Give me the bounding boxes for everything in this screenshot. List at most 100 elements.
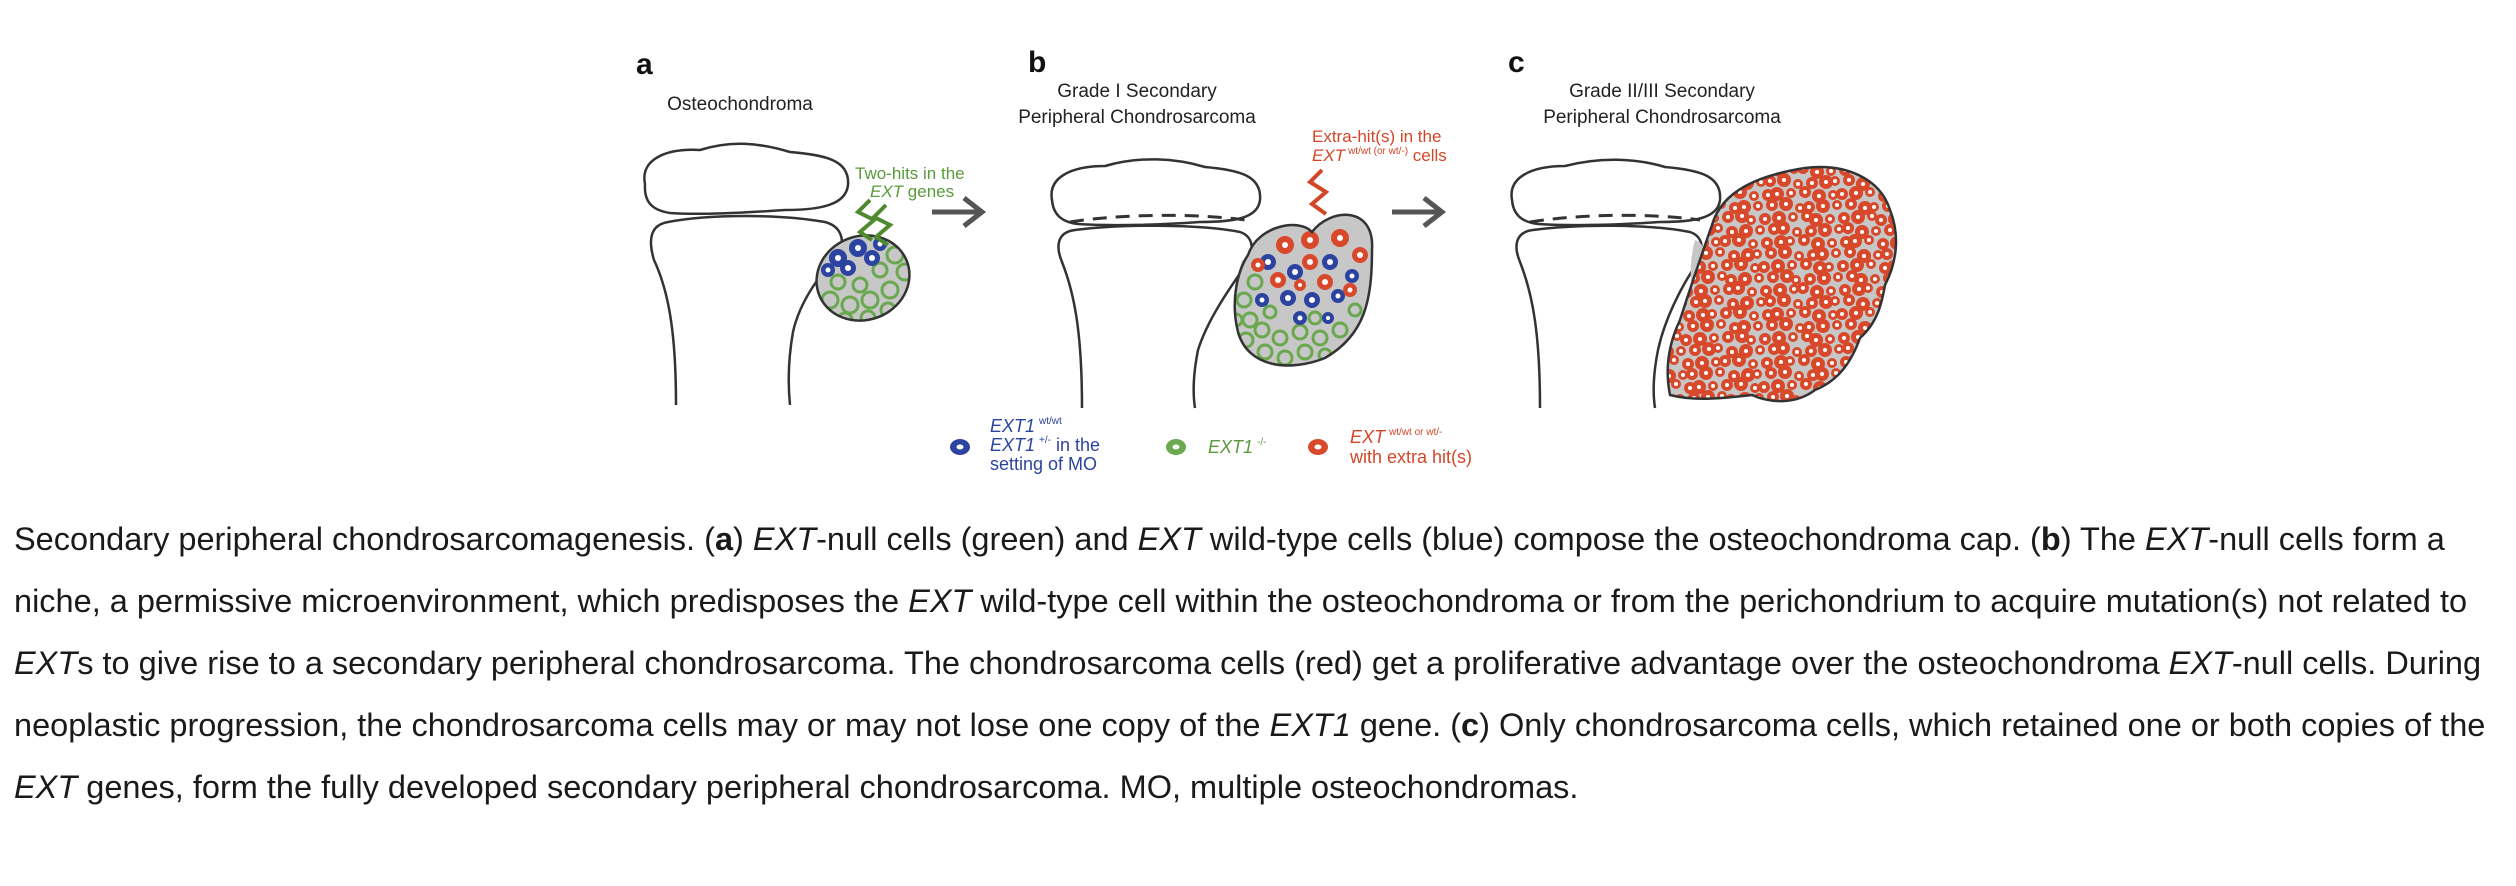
- red-cell-nucleus: [1743, 397, 1747, 401]
- red-cell-nucleus: [1872, 205, 1876, 209]
- red-cell-nucleus: [1835, 323, 1839, 327]
- red-cell-nucleus: [1758, 228, 1762, 232]
- red-cell-nucleus: [1746, 373, 1750, 377]
- red-cell: [1881, 368, 1893, 380]
- red-cell-nucleus: [1723, 359, 1727, 363]
- red-cell: [1891, 308, 1897, 322]
- red-cell-nucleus: [1847, 178, 1851, 182]
- red-cell-nucleus: [1804, 382, 1808, 386]
- red-cell-nucleus: [1737, 238, 1741, 242]
- red-cell-nucleus: [1712, 336, 1716, 340]
- red-cell: [1883, 392, 1895, 402]
- red-cell-nucleus: [1827, 385, 1831, 389]
- red-cell-nucleus: [1815, 290, 1819, 294]
- red-cell-nucleus: [1738, 310, 1742, 314]
- figure: a Osteochondroma: [636, 46, 1898, 474]
- red-cell-nucleus: [1744, 229, 1748, 233]
- red-cell: [1854, 393, 1868, 402]
- red-cell-nucleus: [1821, 204, 1825, 208]
- red-cell-nucleus: [1688, 386, 1692, 390]
- red-cell-nucleus: [1789, 191, 1793, 195]
- red-cell-nucleus: [1836, 275, 1840, 279]
- red-cell-nucleus: [1808, 277, 1812, 281]
- red-cell-nucleus: [1830, 361, 1834, 365]
- red-cell-nucleus: [1785, 394, 1789, 398]
- red-cell-nucleus: [1779, 360, 1783, 364]
- red-cell-nucleus: [1751, 242, 1755, 246]
- red-cell-nucleus: [1795, 230, 1799, 234]
- legend-blue-line2: EXT1+/- in the: [990, 435, 1100, 455]
- red-cell-nucleus: [1744, 349, 1748, 353]
- panel-a-letter: a: [636, 48, 653, 81]
- red-cell-nucleus: [1784, 202, 1788, 206]
- red-cell-nucleus: [1873, 397, 1877, 401]
- red-cell-nucleus: [1769, 371, 1773, 375]
- red-cell-nucleus: [1687, 314, 1691, 318]
- red-cell-nucleus: [1807, 325, 1811, 329]
- red-cell-nucleus: [1803, 190, 1807, 194]
- red-cell-nucleus: [1766, 313, 1770, 317]
- red-cell-nucleus: [1736, 286, 1740, 290]
- red-cell-nucleus: [1742, 205, 1746, 209]
- panel-b-title-line1: Grade I Secondary: [1057, 81, 1217, 102]
- red-cell-nucleus: [1811, 373, 1815, 377]
- panel-c-epiphysis: [1510, 158, 1722, 227]
- caption-paragraph: Secondary peripheral chondrosarcomagenes…: [14, 521, 2486, 805]
- red-cell-nucleus: [1756, 324, 1760, 328]
- red-cell-nucleus: [1732, 254, 1736, 258]
- red-cell-nucleus: [1751, 362, 1755, 366]
- panel-b-annotation-line1: Extra-hit(s) in the: [1312, 127, 1441, 146]
- red-cell-nucleus: [1889, 300, 1893, 304]
- red-cell-nucleus: [1768, 179, 1772, 183]
- red-cell-nucleus: [1762, 385, 1766, 389]
- panel-c-title-line1: Grade II/III Secondary: [1569, 81, 1755, 102]
- red-cell-nucleus: [1673, 310, 1677, 314]
- red-cell-nucleus: [1690, 372, 1694, 376]
- red-cell-nucleus: [1798, 326, 1802, 330]
- red-cell-nucleus: [1849, 202, 1853, 206]
- panel-a-lesion: [815, 231, 915, 329]
- red-cell-nucleus: [1831, 193, 1835, 197]
- legend-green-label: EXT1-/-: [1208, 437, 1266, 457]
- panel-b-metaphysis: [1057, 224, 1253, 409]
- red-cell-nucleus: [1840, 192, 1844, 196]
- red-cell: [1731, 167, 1745, 175]
- red-cell-nucleus: [1846, 226, 1850, 230]
- red-cell-nucleus: [1881, 362, 1885, 366]
- red-cell-nucleus: [1772, 227, 1776, 231]
- red-cell-nucleus: [1847, 298, 1851, 302]
- red-cell-nucleus: [1755, 372, 1759, 376]
- red-cell-nucleus: [1781, 226, 1785, 230]
- red-cell-nucleus: [1660, 383, 1664, 387]
- red-cell-nucleus: [1733, 326, 1737, 330]
- red-cell-nucleus: [1860, 230, 1864, 234]
- red-cell-nucleus: [1854, 311, 1858, 315]
- red-cell-nucleus: [1896, 313, 1897, 317]
- red-cell-nucleus: [1842, 216, 1846, 220]
- red-cell-nucleus: [1783, 370, 1787, 374]
- red-cell-nucleus: [1785, 274, 1789, 278]
- red-cell-nucleus: [1705, 323, 1709, 327]
- red-cell-nucleus: [1867, 358, 1871, 362]
- panel-a-epiphysis: [643, 142, 850, 216]
- red-cell-nucleus: [1750, 290, 1754, 294]
- red-cell-nucleus: [1713, 288, 1717, 292]
- red-cell-nucleus: [1766, 193, 1770, 197]
- red-cell-nucleus: [1755, 252, 1759, 256]
- red-cell-nucleus: [1730, 230, 1734, 234]
- red-cell-nucleus: [1749, 338, 1753, 342]
- red-cell: [1878, 310, 1890, 322]
- red-cell: [1837, 380, 1849, 392]
- red-cell-nucleus: [1894, 169, 1897, 173]
- red-cell-nucleus: [1725, 263, 1729, 267]
- red-cell-nucleus: [1792, 287, 1796, 291]
- red-cell-nucleus: [1848, 250, 1852, 254]
- red-cell-nucleus: [1765, 361, 1769, 365]
- red-cell-nucleus: [1713, 168, 1717, 172]
- panel-b-title-line2: Peripheral Chondrosarcoma: [1018, 107, 1256, 128]
- red-cell-nucleus: [1882, 314, 1886, 318]
- red-cell-nucleus: [1727, 287, 1731, 291]
- red-cell-nucleus: [1843, 288, 1847, 292]
- red-cell-nucleus: [1718, 250, 1722, 254]
